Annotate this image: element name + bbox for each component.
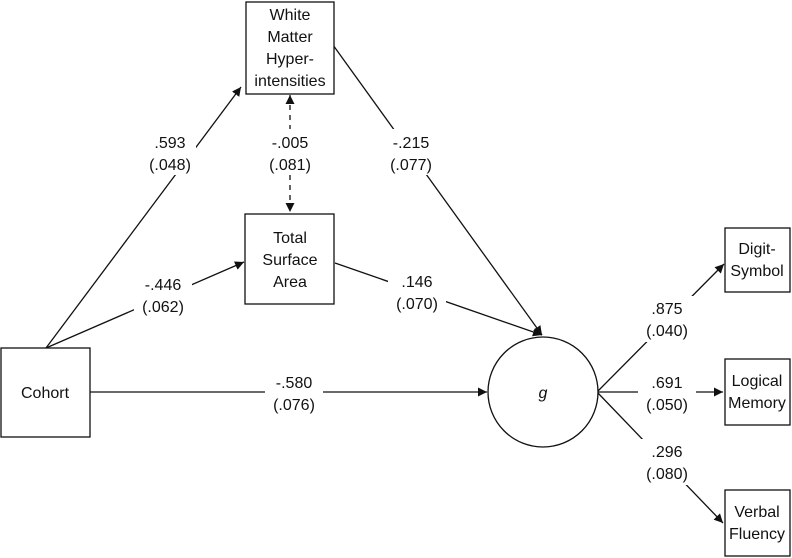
coef-wmh-tsa: -.005 (272, 135, 309, 152)
se-g-verbal-fluency: (.080) (646, 466, 688, 483)
se-cohort-tsa: (.062) (142, 299, 184, 316)
node-logical-memory: Logical Memory (724, 358, 791, 426)
node-g: g (487, 336, 599, 448)
coef-g-logical-memory: .691 (651, 375, 682, 392)
verbal-line-1: Verbal (734, 504, 779, 521)
tsa-line-2: Surface (262, 252, 317, 269)
coef-cohort-wmh: .593 (154, 135, 185, 152)
se-cohort-wmh: (.048) (149, 157, 191, 174)
g-label: g (539, 385, 548, 402)
node-cohort: Cohort (0, 347, 91, 438)
node-white-matter-hyperintensities: White Matter Hyper- intensities (245, 1, 335, 95)
coef-g-digit-symbol: .875 (651, 301, 682, 318)
coef-tsa-g: .146 (401, 274, 432, 291)
se-cohort-g: (.076) (273, 397, 315, 414)
wmh-line-4: intensities (254, 73, 325, 90)
se-tsa-g: (.070) (396, 296, 438, 313)
wmh-line-3: Hyper- (266, 51, 314, 68)
se-wmh-g: (.077) (390, 157, 432, 174)
coef-wmh-g: -.215 (393, 135, 430, 152)
node-digit-symbol: Digit- Symbol (724, 227, 791, 293)
arrow-wmh-to-g (332, 44, 543, 336)
se-wmh-tsa: (.081) (269, 157, 311, 174)
cohort-label: Cohort (21, 385, 70, 402)
node-verbal-fluency: Verbal Fluency (724, 489, 791, 557)
wmh-line-2: Matter (267, 29, 313, 46)
coef-cohort-g: -.580 (276, 375, 313, 392)
se-g-digit-symbol: (.040) (646, 323, 688, 340)
digit-line-1: Digit- (738, 241, 775, 258)
verbal-line-2: Fluency (729, 526, 785, 543)
logical-line-2: Memory (728, 395, 786, 412)
node-total-surface-area: Total Surface Area (244, 213, 335, 305)
se-g-logical-memory: (.050) (646, 397, 688, 414)
wmh-line-1: White (270, 7, 311, 24)
digit-line-2: Symbol (730, 263, 783, 280)
coef-g-verbal-fluency: .296 (651, 444, 682, 461)
logical-line-1: Logical (732, 373, 783, 390)
arrow-cohort-to-wmh (45, 86, 242, 349)
tsa-line-1: Total (273, 230, 307, 247)
coef-cohort-tsa: -.446 (145, 277, 182, 294)
tsa-line-3: Area (273, 274, 307, 291)
